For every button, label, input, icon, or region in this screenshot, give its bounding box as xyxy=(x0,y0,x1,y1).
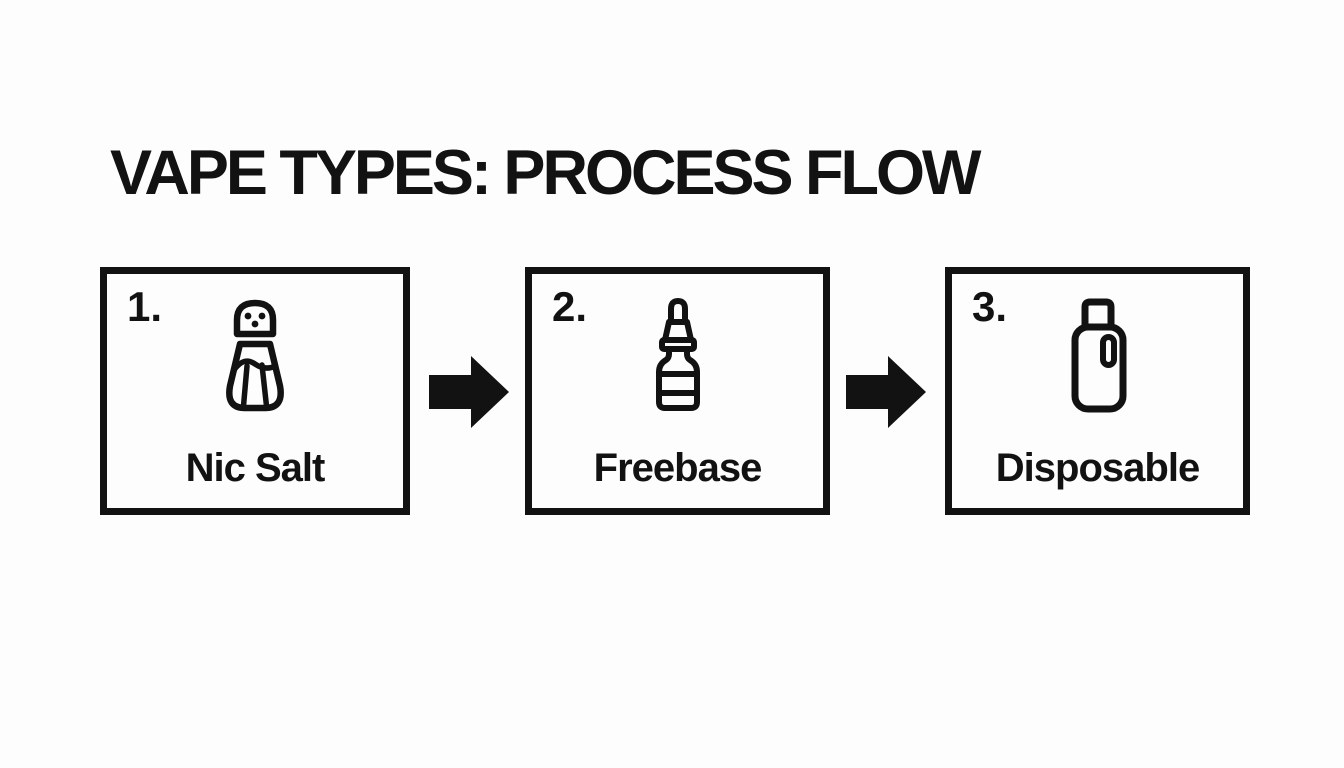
dropper-bottle-icon xyxy=(638,294,718,416)
step-number: 1. xyxy=(127,283,163,330)
step-box-disposable: 3. Disposable xyxy=(945,267,1250,515)
page-title: VAPE TYPES: PROCESS FLOW xyxy=(110,138,981,208)
step-box-freebase: 2. Freebase xyxy=(525,267,830,515)
disposable-vape-icon xyxy=(1058,294,1138,416)
salt-shaker-icon xyxy=(207,294,303,416)
step-label: Nic Salt xyxy=(185,446,326,490)
step-label: Disposable xyxy=(995,446,1200,490)
step-number: 3. xyxy=(972,283,1008,330)
step-number: 2. xyxy=(552,283,588,330)
step-box-nic-salt: 1. Nic Salt xyxy=(100,267,410,515)
step-label: Freebase xyxy=(593,446,763,490)
arrow-right-icon xyxy=(429,354,511,430)
arrow-right-icon xyxy=(846,354,928,430)
